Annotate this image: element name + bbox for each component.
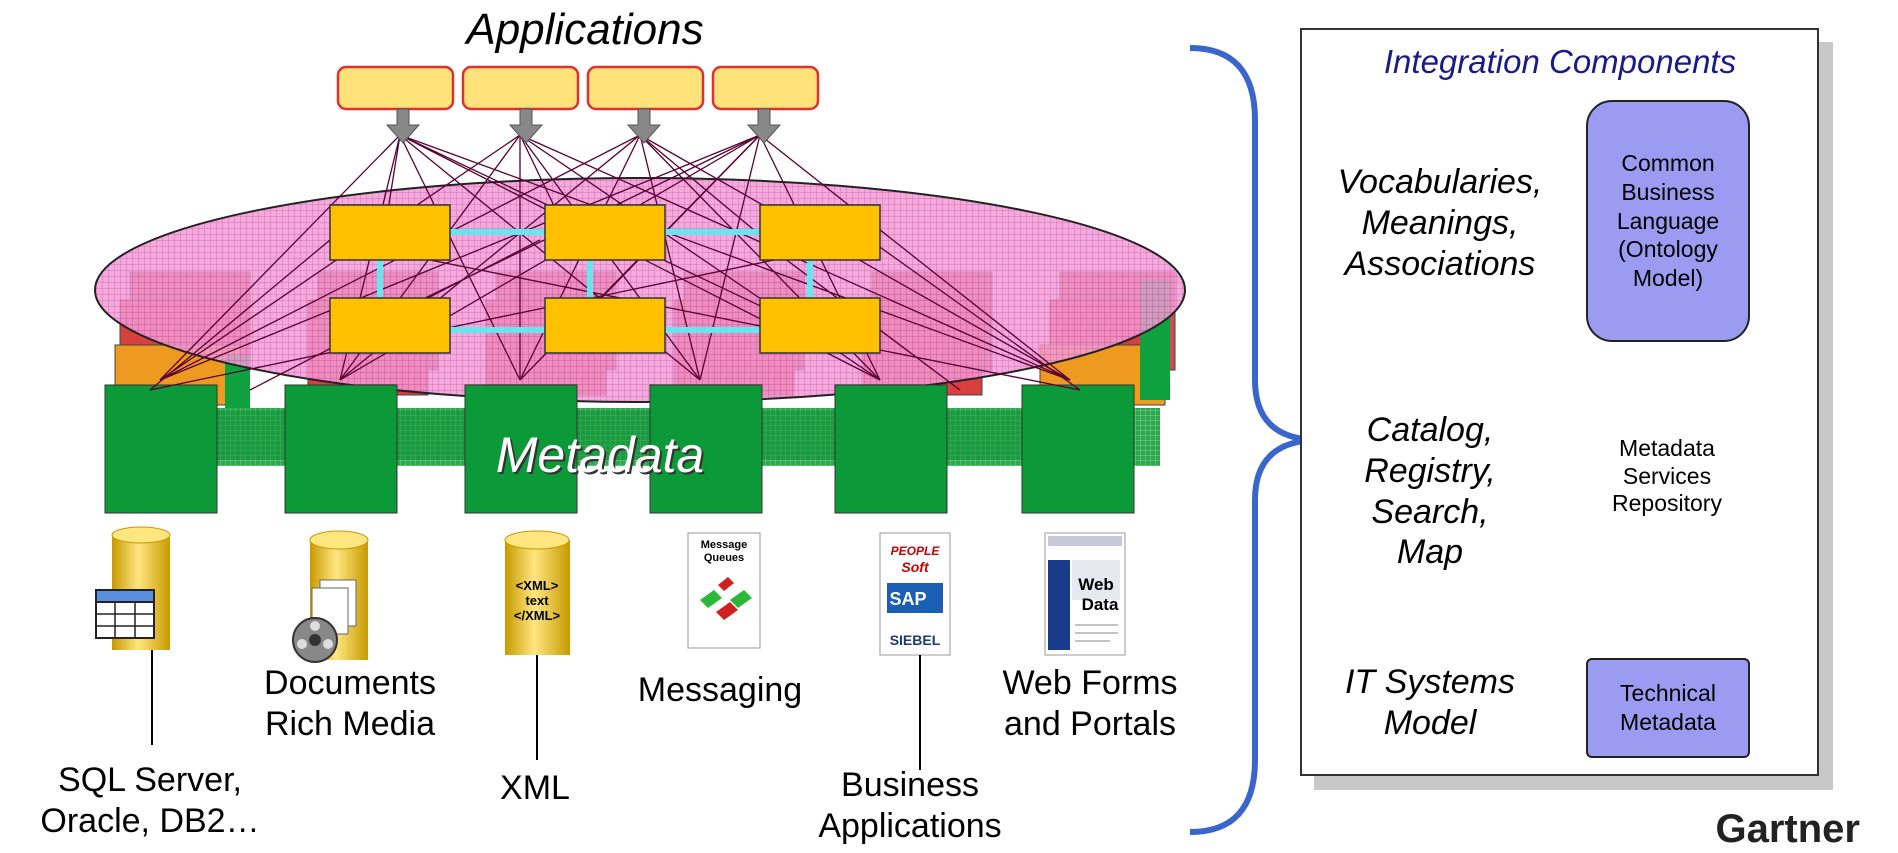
- database-table-icon: [95, 526, 171, 745]
- applications-label: Applications: [466, 5, 704, 54]
- ontology-model-text: Common Business Language (Ontology Model…: [1616, 150, 1720, 292]
- svg-text:</XML>: </XML>: [514, 608, 561, 623]
- metadata-label: Metadata: [495, 427, 705, 483]
- svg-text:Data: Data: [1082, 595, 1119, 614]
- svg-text:Soft: Soft: [901, 559, 930, 575]
- svg-text:Message: Message: [701, 539, 747, 551]
- row-label-catalog: Catalog, Registry, Search, Map: [1364, 411, 1496, 572]
- svg-text:PEOPLE: PEOPLE: [891, 544, 941, 558]
- source-label-business: Business Applications: [818, 766, 1002, 845]
- source-label-sql: SQL Server, Oracle, DB2…: [40, 761, 260, 840]
- source-label-xml: XML: [500, 769, 570, 807]
- gartner-logo: Gartner: [1715, 807, 1861, 851]
- business-apps-logos-icon: PEOPLE Soft SAP SIEBEL: [879, 532, 951, 770]
- technical-metadata-box: Technical Metadata: [1586, 658, 1750, 758]
- application-arrows: [385, 108, 782, 144]
- integration-boxes: [329, 204, 881, 354]
- technical-metadata-text: Technical Metadata: [1620, 680, 1716, 735]
- ontology-model-box: Common Business Language (Ontology Model…: [1586, 100, 1750, 342]
- application-boxes: [336, 65, 820, 111]
- svg-text:Queues: Queues: [704, 552, 744, 564]
- source-label-web: Web Forms and Portals: [1002, 664, 1178, 743]
- metadata-blocks: [104, 384, 1135, 514]
- svg-text:<XML>: <XML>: [516, 578, 559, 593]
- svg-text:Web: Web: [1078, 575, 1114, 594]
- svg-text:SIEBEL: SIEBEL: [890, 632, 941, 648]
- panel-title: Integration Components: [1383, 43, 1737, 80]
- message-queues-icon: Message Queues: [687, 532, 761, 649]
- svg-text:text: text: [525, 593, 549, 608]
- source-label-documents: Documents Rich Media: [264, 664, 436, 743]
- documents-media-icon: [292, 530, 369, 663]
- source-label-messaging: Messaging: [637, 671, 803, 709]
- svg-text:SAP: SAP: [889, 589, 926, 609]
- web-data-icon: Web Data: [1044, 532, 1126, 656]
- row-label-it-systems: IT Systems Model: [1344, 663, 1516, 742]
- row-label-vocabularies: Vocabularies, Meanings, Associations: [1337, 163, 1543, 283]
- xml-cylinder-icon: <XML> text </XML>: [504, 530, 570, 760]
- repository-text: Metadata Services Repository: [1612, 435, 1722, 517]
